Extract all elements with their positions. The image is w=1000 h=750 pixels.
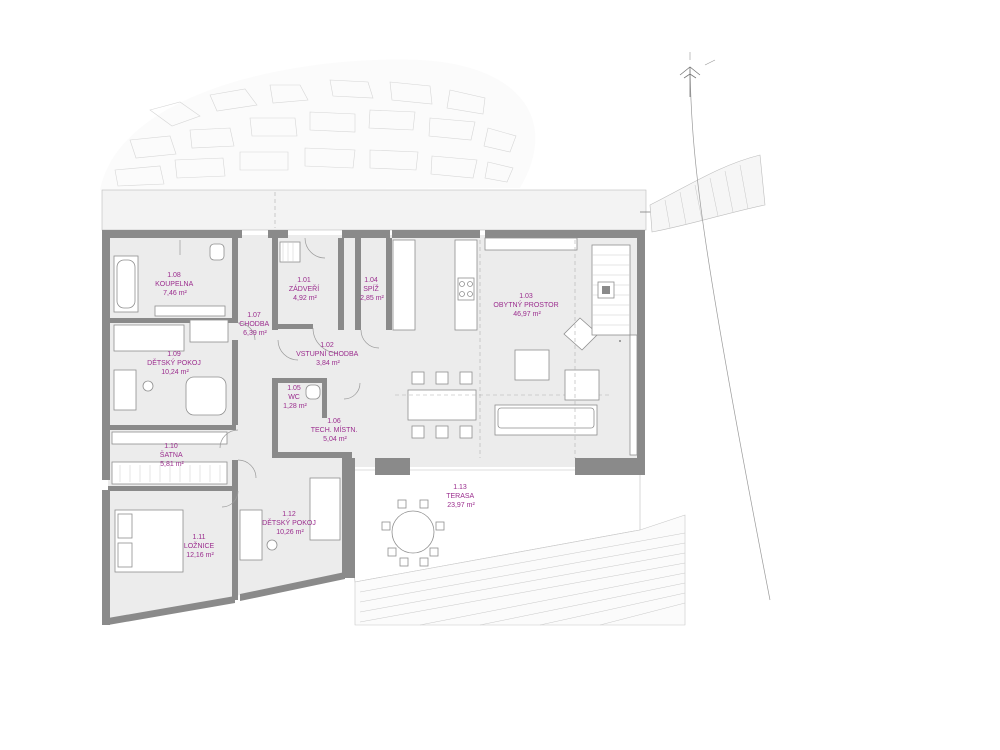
room-label-1-11: 1.11 LOŽNICE 12,16 m² <box>184 534 216 559</box>
interior-walls <box>108 238 392 600</box>
room-labels: 1.08 KOUPELNA 7,46 m² 1.01 ZÁDVEŘÍ 4,92 … <box>147 272 560 559</box>
room-label-1-07: 1.07 CHODBA 6,39 m² <box>239 312 271 337</box>
room-label-1-04: 1.04 SPÍŽ 2,85 m² <box>360 277 384 302</box>
entrance-walkway <box>101 189 665 231</box>
stone-paving <box>100 59 536 190</box>
bedroom-1-11-furniture <box>114 509 184 573</box>
terrace <box>344 469 686 626</box>
kids-room-1-12-furniture <box>239 477 341 561</box>
room-label-1-12: 1.12 DĚTSKÝ POKOJ 10,26 m² <box>262 511 318 536</box>
room-label-1-08: 1.08 KOUPELNA 7,46 m² <box>155 272 195 297</box>
room-label-1-10: 1.10 ŠATNA 5,81 m² <box>160 443 185 468</box>
wardrobe-1-10-shelves <box>111 431 228 485</box>
living-set <box>479 237 638 458</box>
room-label-1-03: 1.03 OBYTNÝ PROSTOR 46,97 m² <box>493 293 560 318</box>
room-label-1-02: 1.02 VSTUPNÍ CHODBA 3,84 m² <box>296 342 360 367</box>
room-label-1-06: 1.06 TECH. MÍSTN. 5,04 m² <box>311 418 360 443</box>
room-label-1-09: 1.09 DĚTSKÝ POKOJ 10,24 m² <box>147 351 203 376</box>
bathroom-fixtures <box>113 240 226 317</box>
dining-set <box>395 371 610 439</box>
kids-room-1-09-furniture <box>113 319 229 416</box>
door-swings <box>219 237 380 508</box>
entry-fixtures <box>279 241 321 400</box>
kitchen <box>392 239 478 331</box>
room-label-1-05: 1.05 WC 1,28 m² <box>283 385 307 410</box>
room-label-1-01: 1.01 ZÁDVEŘÍ 4,92 m² <box>289 277 321 302</box>
garden-path <box>649 52 771 601</box>
room-label-1-13: 1.13 TERASA 23,97 m² <box>446 484 476 509</box>
exterior-walls <box>102 230 645 625</box>
